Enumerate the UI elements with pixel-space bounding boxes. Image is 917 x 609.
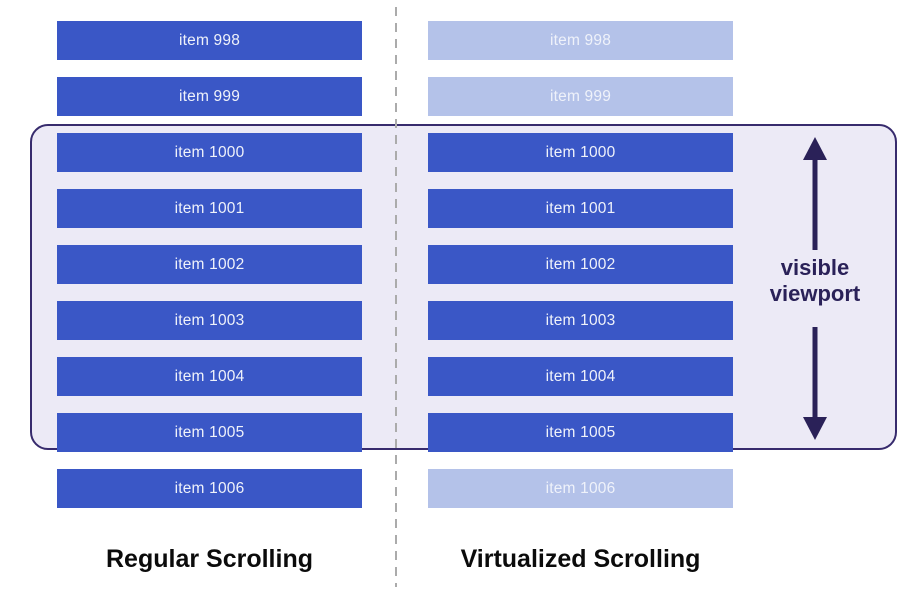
list-item-item-1004: item 1004	[428, 357, 733, 396]
list-item-item-1004: item 1004	[57, 357, 362, 396]
list-item-item-1003: item 1003	[57, 301, 362, 340]
list-item-item-1003: item 1003	[428, 301, 733, 340]
divider-dashed-line	[395, 7, 397, 587]
arrow-up-icon	[803, 137, 827, 250]
list-item-item-1001: item 1001	[57, 189, 362, 228]
list-item-item-998: item 998	[428, 21, 733, 60]
list-item-item-1006: item 1006	[57, 469, 362, 508]
arrow-down-icon	[803, 327, 827, 440]
list-item-item-1006: item 1006	[428, 469, 733, 508]
title-regular-scrolling: Regular Scrolling	[106, 545, 313, 573]
list-item-item-1002: item 1002	[57, 245, 362, 284]
list-item-item-1000: item 1000	[57, 133, 362, 172]
list-item-item-1002: item 1002	[428, 245, 733, 284]
list-item-item-1001: item 1001	[428, 189, 733, 228]
list-item-item-998: item 998	[57, 21, 362, 60]
list-item-item-999: item 999	[57, 77, 362, 116]
list-item-item-1005: item 1005	[57, 413, 362, 452]
visible-viewport-label: visible viewport	[769, 255, 861, 306]
viewport-extent-arrow	[803, 137, 827, 440]
column-virtualized-scrolling: item 998 item 999 item 1000 item 1001 item 1…	[428, 21, 733, 525]
column-regular-scrolling: item 998 item 999 item 1000 item 1001 item 1…	[57, 21, 362, 525]
list-item-item-1005: item 1005	[428, 413, 733, 452]
list-item-item-999: item 999	[428, 77, 733, 116]
list-item-item-1000: item 1000	[428, 133, 733, 172]
title-virtualized-scrolling: Virtualized Scrolling	[460, 545, 701, 573]
